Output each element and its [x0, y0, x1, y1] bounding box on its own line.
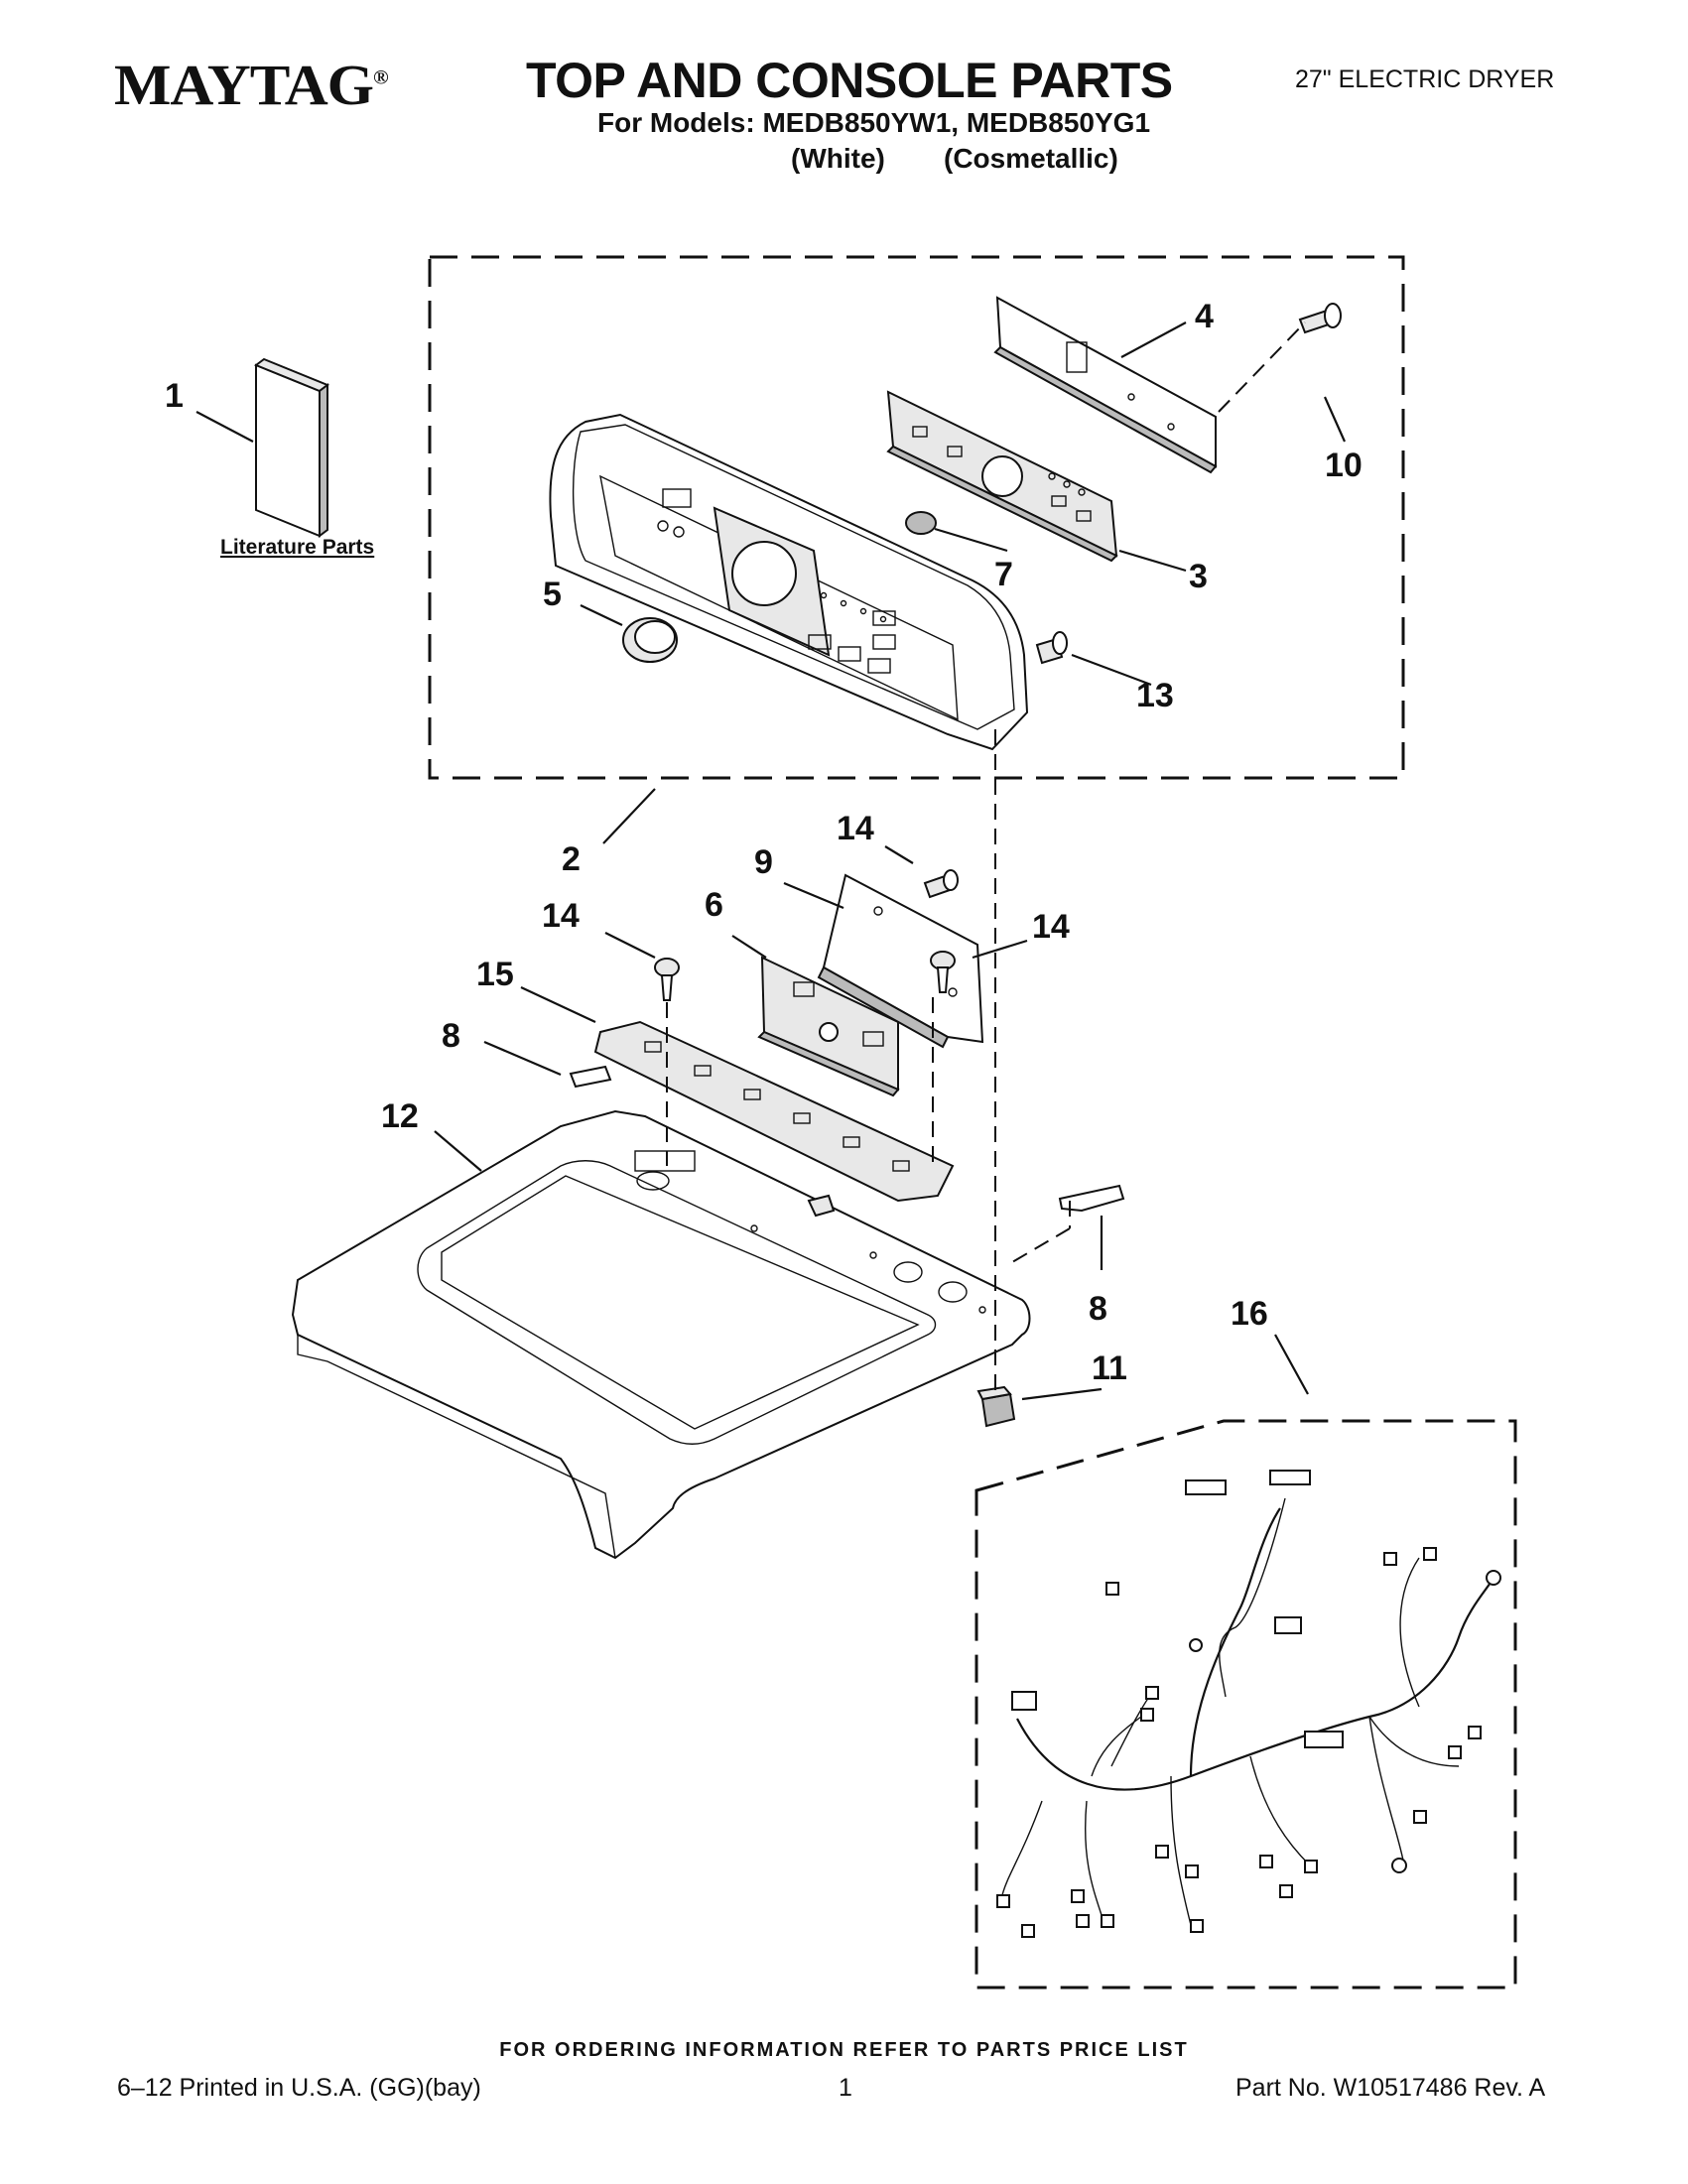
assembly-line-10	[1218, 321, 1306, 413]
literature-booklet	[253, 357, 330, 538]
clip-8-left	[569, 1065, 612, 1089]
knob-spacer	[905, 511, 937, 535]
screw-14-left	[654, 958, 680, 1001]
assembly-line-8-right-b	[1006, 1227, 1071, 1266]
dryer-top	[291, 1109, 1031, 1560]
model-numbers: For Models: MEDB850YW1, MEDB850YG1	[597, 107, 1151, 138]
print-info: 6–12 Printed in U.S.A. (GG)(bay)	[117, 2074, 481, 2102]
callout-10: 10	[1325, 447, 1363, 484]
screw-13	[1035, 631, 1068, 665]
callout-8-right: 8	[1089, 1290, 1107, 1328]
callout-4: 4	[1195, 298, 1214, 335]
callout-12: 12	[381, 1097, 419, 1135]
callout-5: 5	[543, 576, 562, 613]
callout-8-left: 8	[442, 1017, 460, 1055]
page-number: 1	[839, 2074, 852, 2102]
product-type: 27" ELECTRIC DRYER	[1295, 65, 1555, 93]
callout-13: 13	[1136, 677, 1174, 714]
part-number: Part No. W10517486 Rev. A	[1235, 2074, 1546, 2102]
wire-harness	[996, 1470, 1501, 1938]
callout-6: 6	[705, 886, 723, 924]
console-assembly-box	[428, 255, 1405, 780]
console-mounting-rail	[593, 1020, 955, 1203]
callout-2: 2	[562, 840, 581, 878]
callout-9: 9	[754, 843, 773, 881]
literature-parts-label: Literature Parts	[220, 536, 374, 559]
callout-14-left: 14	[542, 897, 580, 935]
screw-14-top	[923, 869, 959, 899]
knob	[622, 617, 678, 663]
variant-cosmetallic: (Cosmetallic)	[944, 143, 1118, 174]
clip-8-right	[1058, 1184, 1125, 1213]
callout-11: 11	[1092, 1349, 1127, 1387]
console-housing	[549, 413, 1029, 751]
screw-10	[1298, 303, 1342, 334]
user-interface-board	[886, 390, 1118, 563]
bumper	[976, 1385, 1016, 1428]
brand-logo: MAYTAG®	[114, 53, 389, 117]
callout-15: 15	[476, 956, 514, 993]
variant-white: (White)	[791, 143, 885, 174]
console-back-panel	[993, 296, 1218, 474]
page-title: TOP AND CONSOLE PARTS	[526, 53, 1173, 108]
callout-3: 3	[1189, 558, 1208, 595]
ordering-note: FOR ORDERING INFORMATION REFER TO PARTS …	[499, 2039, 1189, 2061]
callout-7: 7	[994, 556, 1013, 593]
callout-16: 16	[1231, 1295, 1268, 1333]
wire-harness-box	[974, 1419, 1517, 1990]
leader-lines	[195, 321, 1347, 1401]
callout-14-right: 14	[1032, 908, 1070, 946]
callout-14-top: 14	[837, 810, 874, 847]
control-bracket	[817, 873, 984, 1049]
callout-1: 1	[165, 377, 184, 415]
screw-14-right	[930, 951, 956, 993]
electronic-control	[757, 956, 900, 1097]
